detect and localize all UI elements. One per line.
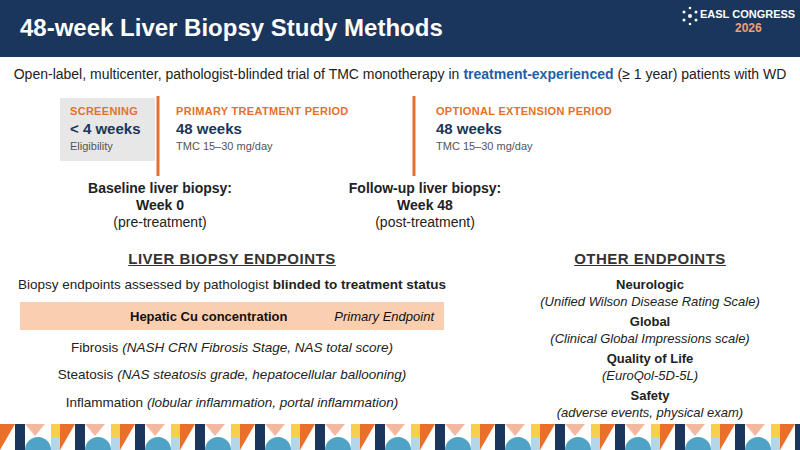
node-text: TMC 15–30 mg/day <box>436 139 676 154</box>
label-text: (NAS steatosis grade, hepatocellular bal… <box>117 367 406 382</box>
label-text: Week 0 <box>136 197 184 213</box>
label-text: Inflammation <box>66 395 143 410</box>
label-text: (lobular inflammation, portal inflammati… <box>147 395 398 410</box>
label-text: (NASH CRN Fibrosis Stage, NAS total scor… <box>122 340 393 355</box>
label-text: Open-label, multicenter, pathologist-bli… <box>14 66 460 82</box>
text-row: EASL CONGRESS <box>700 8 795 20</box>
label-text: Global <box>630 314 670 329</box>
phase-box: SCREENING< 4 weeksEligibility <box>60 98 155 161</box>
label-text: Quality of Life <box>607 351 694 366</box>
text-row: (post-treatment) <box>375 214 475 230</box>
label-text: EASL CONGRESS <box>700 8 795 20</box>
label-text: LIVER BIOPSY ENDPOINTS <box>128 250 335 267</box>
text-row: (Clinical Global Impressions scale) <box>550 331 749 346</box>
label-text: blinded to treatment status <box>273 277 446 292</box>
label-text: (post-treatment) <box>375 214 475 230</box>
title-bar <box>0 0 800 57</box>
text-row: LIVER BIOPSY ENDPOINTS <box>128 250 335 267</box>
label-text: Steatosis <box>58 367 114 382</box>
text-row: Steatosis(NAS steatosis grade, hepatocel… <box>58 367 406 382</box>
label-text: (adverse events, physical exam) <box>557 405 743 420</box>
text-row: Open-label, multicenter, pathologist-bli… <box>14 66 787 82</box>
text-row: Quality of Life <box>607 351 694 366</box>
label-text: (≥ 1 year) patients with WD <box>618 66 787 82</box>
label-text: Neurologic <box>616 277 684 292</box>
label-text: Safety <box>630 388 669 403</box>
text-row: Follow-up liver biopsy: <box>349 180 501 196</box>
label-text: (Unified Wilson Disease Rating Scale) <box>540 294 760 309</box>
node-text: < 4 weeks <box>70 119 145 139</box>
text-row: Week 48 <box>397 197 453 213</box>
node-text: OPTIONAL EXTENSION PERIOD <box>436 104 676 119</box>
label-text: Biopsy endpoints assessed by pathologist <box>18 277 269 292</box>
slide-title: 48-week Liver Biopsy Study Methods <box>20 14 443 42</box>
followup-marker <box>413 96 416 176</box>
text-row: (adverse events, physical exam) <box>557 405 743 420</box>
text-row: Biopsy endpoints assessed by pathologist… <box>18 277 446 292</box>
decorative-strip <box>0 424 800 450</box>
text-row: Neurologic <box>616 277 684 292</box>
node-text: PRIMARY TREATMENT PERIOD <box>176 104 386 119</box>
text-row: (EuroQol-5D-5L) <box>602 368 698 383</box>
text-row: (pre-treatment) <box>113 214 206 230</box>
text-row: (Unified Wilson Disease Rating Scale) <box>540 294 760 309</box>
text-row: Safety <box>630 388 669 403</box>
node-text: SCREENING <box>70 104 145 119</box>
text-row: Global <box>630 314 670 329</box>
label-text: (Clinical Global Impressions scale) <box>550 331 749 346</box>
text-row: OTHER ENDPOINTS <box>574 250 726 267</box>
logo-icon <box>683 7 698 26</box>
label-text: Fibrosis <box>71 340 118 355</box>
label-text: Baseline liver biopsy: <box>88 180 232 196</box>
text-row: Week 0 <box>136 197 184 213</box>
text-row: Fibrosis (NASH CRN Fibrosis Stage, NAS to… <box>71 340 393 355</box>
label-text: Week 48 <box>397 197 453 213</box>
text-row: Baseline liver biopsy: <box>88 180 232 196</box>
baseline-marker <box>157 96 160 176</box>
label-text: treatment-experienced <box>463 66 613 82</box>
node-text: Primary Endpoint <box>334 309 434 324</box>
phase-box: PRIMARY TREATMENT PERIOD48 weeksTMC 15–3… <box>166 98 396 161</box>
text-row: 2026 <box>735 21 762 35</box>
label-text: (EuroQol-5D-5L) <box>602 368 698 383</box>
label-text: 2026 <box>735 21 762 35</box>
label-text: OTHER ENDPOINTS <box>574 250 726 267</box>
label-text: Follow-up liver biopsy: <box>349 180 501 196</box>
node-text: TMC 15–30 mg/day <box>176 139 386 154</box>
phase-box: OPTIONAL EXTENSION PERIOD48 weeksTMC 15–… <box>426 98 686 161</box>
node-text: Eligibility <box>70 139 145 154</box>
primary-endpoint-band: Hepatic Cu concentration Primary Endpoint <box>20 302 444 330</box>
label-text: (pre-treatment) <box>113 214 206 230</box>
node-text: 48 weeks <box>176 119 386 139</box>
node-text: Hepatic Cu concentration <box>130 309 287 324</box>
node-text: 48 weeks <box>436 119 676 139</box>
text-row: Inflammation (lobular inflammation, porta… <box>66 395 399 410</box>
